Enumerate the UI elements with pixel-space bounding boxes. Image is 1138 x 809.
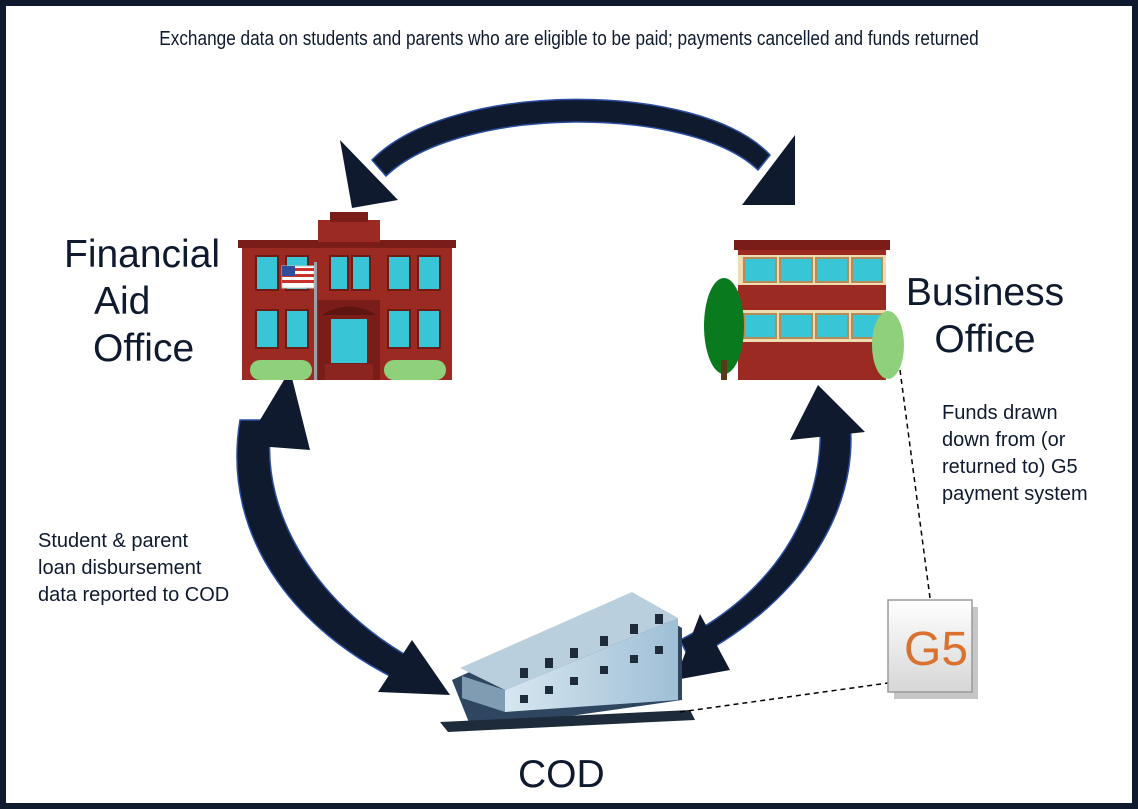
- us-flag-icon: [281, 262, 317, 380]
- cod-building-icon: [440, 592, 695, 732]
- right-annotation-line-3: returned to) G5: [942, 456, 1078, 478]
- business-office-label-line-1: Business: [905, 271, 1065, 314]
- g5-logo-text: G5: [904, 623, 969, 676]
- left-annotation: Student & parent loan disbursement data …: [38, 528, 229, 609]
- right-annotation-line-4: payment system: [942, 483, 1088, 505]
- business-office-label: Business Office: [900, 270, 1070, 364]
- right-annotation: Funds drawn down from (or returned to) G…: [942, 400, 1088, 508]
- business-office-label-line-2: Office: [934, 317, 1036, 361]
- top-arrow: [340, 98, 795, 208]
- office-building-icon: [704, 240, 904, 380]
- financial-aid-label-line-2: Aid: [94, 279, 151, 323]
- left-annotation-line-3: data reported to COD: [38, 584, 230, 606]
- left-arrow: [236, 370, 450, 695]
- right-arrow: [675, 385, 865, 680]
- cod-label: COD: [518, 753, 605, 796]
- financial-aid-label-line-1: Financial: [64, 233, 221, 276]
- financial-aid-label-line-3: Office: [93, 326, 195, 370]
- left-annotation-line-2: loan disbursement: [38, 557, 202, 579]
- right-annotation-line-2: down from (or: [942, 429, 1066, 451]
- financial-aid-office-label: Financial Aid Office: [64, 232, 220, 372]
- g5-logo-icon: [887, 599, 978, 699]
- school-building-icon: [238, 212, 456, 380]
- dashed-connectors: [679, 369, 931, 713]
- top-caption: Exchange data on students and parents wh…: [159, 28, 979, 50]
- left-annotation-line-1: Student & parent: [38, 530, 189, 552]
- right-annotation-line-1: Funds drawn: [942, 402, 1058, 424]
